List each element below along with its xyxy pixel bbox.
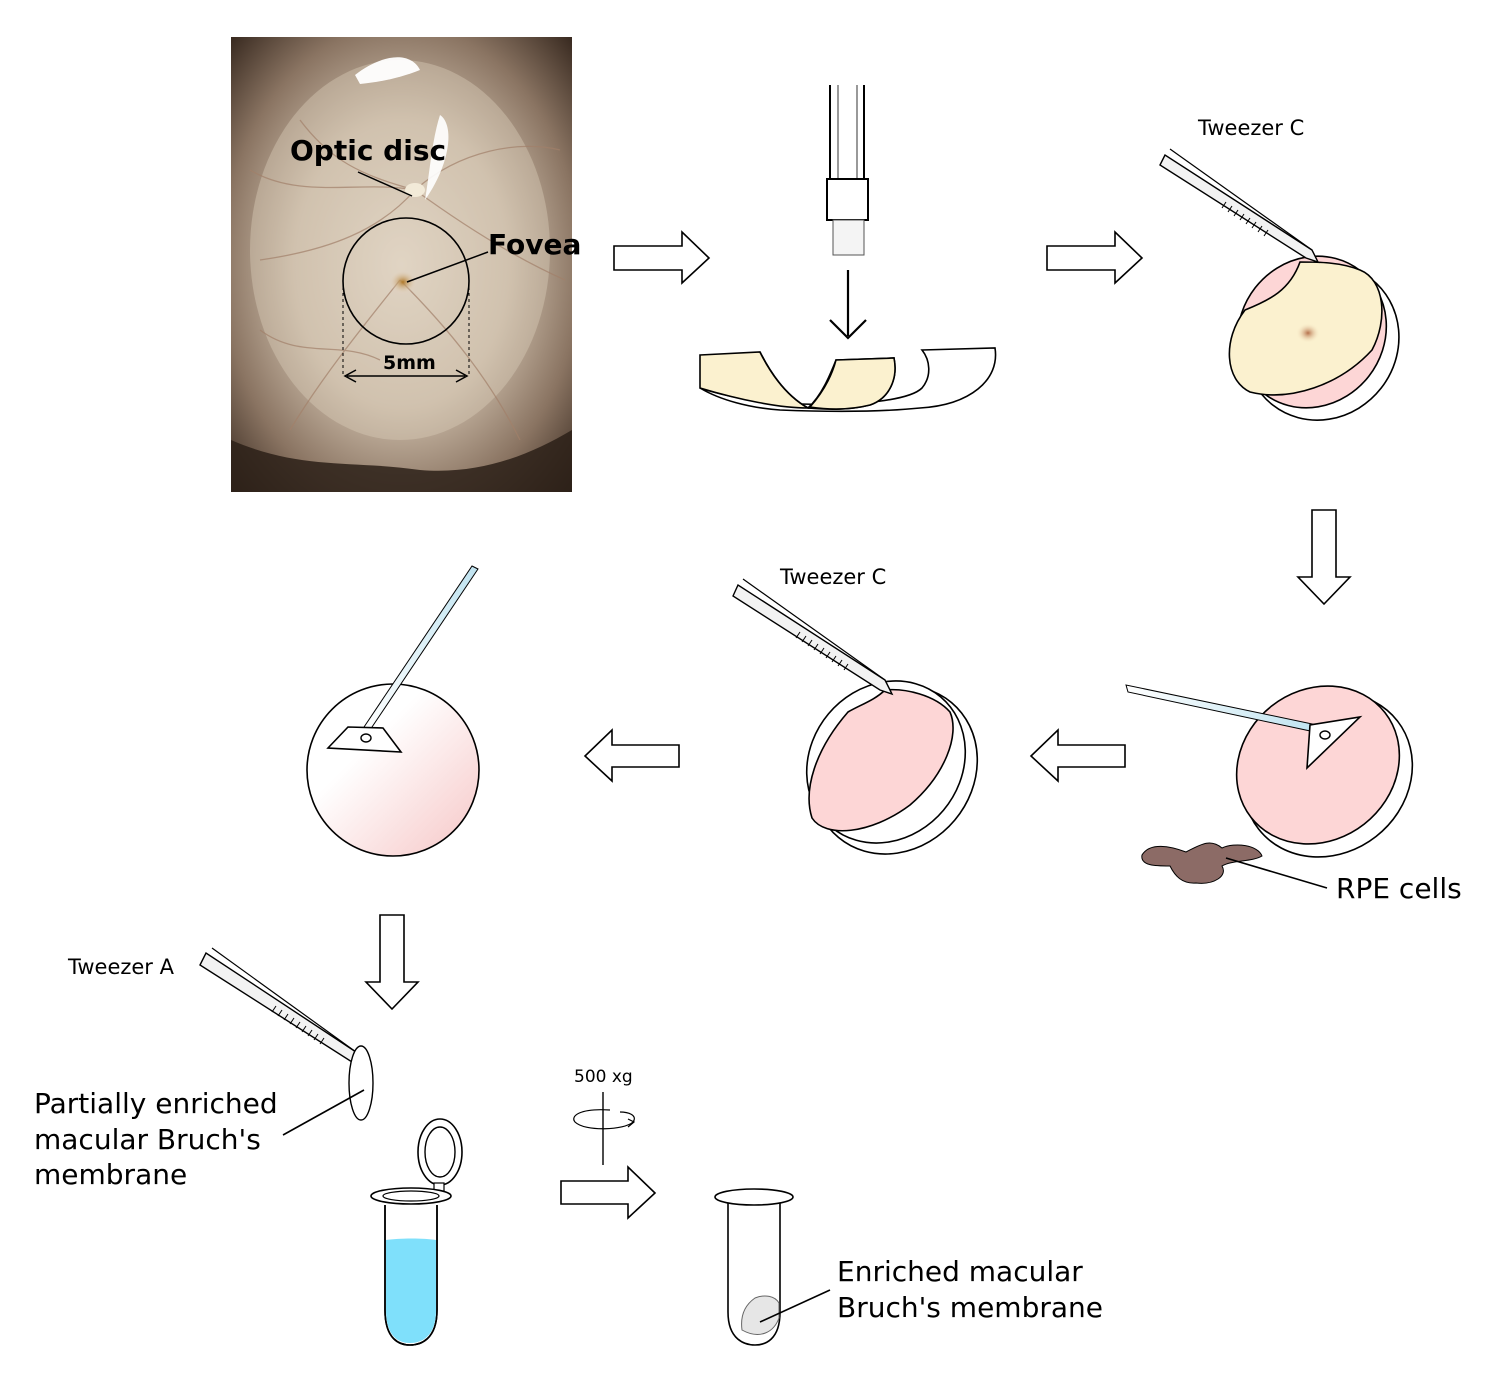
flow-arrow-5 (583, 728, 680, 783)
step6-membrane-circle (306, 565, 480, 857)
fundus-photo (231, 37, 572, 492)
tweezer-c-label-middle: Tweezer C (779, 565, 886, 589)
flow-arrow-3 (1296, 509, 1352, 606)
partial-membrane-sample (348, 1045, 374, 1121)
partial-membrane-label: Partially enriched macular Bruch's membr… (34, 1087, 287, 1191)
flow-arrow-1 (613, 230, 711, 285)
tweezer-c-icon-middle (732, 578, 894, 696)
rpe-cells (1141, 842, 1263, 884)
enriched-membrane-label-line-2: Bruch's membrane (837, 1291, 1103, 1324)
step4-disc (1235, 685, 1414, 858)
flow-arrow-7 (560, 1165, 657, 1220)
centrifuge-speed-label: 500 xg (574, 1067, 633, 1087)
rpe-cells-label: RPE cells (1336, 872, 1462, 905)
partial-membrane-label-line-3: membrane (34, 1158, 187, 1191)
tweezer-c-icon-top (1159, 148, 1320, 264)
tweezer-a-icon (199, 947, 366, 1068)
enriched-membrane-label-line-1: Enriched macular (837, 1255, 1083, 1288)
flow-arrow-4 (1029, 728, 1126, 783)
eyecup-tissue (699, 347, 997, 413)
partial-membrane-label-line-1: Partially enriched (34, 1087, 278, 1120)
tweezer-c-label-top: Tweezer C (1197, 116, 1304, 140)
partial-membrane-label-line-2: macular Bruch's (34, 1123, 261, 1156)
step5-disc (805, 680, 979, 855)
flow-arrow-6 (364, 914, 420, 1011)
optic-disc-label: Optic disc (290, 134, 446, 167)
trephine-punch (826, 85, 869, 340)
flow-arrow-2 (1046, 230, 1144, 285)
centrifuge-rotation-icon (573, 1092, 636, 1165)
step3-disc (1228, 255, 1400, 421)
scale-label: 5mm (383, 352, 436, 374)
pipette-icon-step4 (1125, 684, 1363, 771)
enriched-membrane-label: Enriched macular Bruch's membrane (837, 1255, 1103, 1324)
tweezer-a-label: Tweezer A (67, 955, 175, 979)
microtube-result (714, 1188, 794, 1346)
fovea-label: Fovea (488, 228, 581, 261)
microtube-open (370, 1118, 463, 1346)
